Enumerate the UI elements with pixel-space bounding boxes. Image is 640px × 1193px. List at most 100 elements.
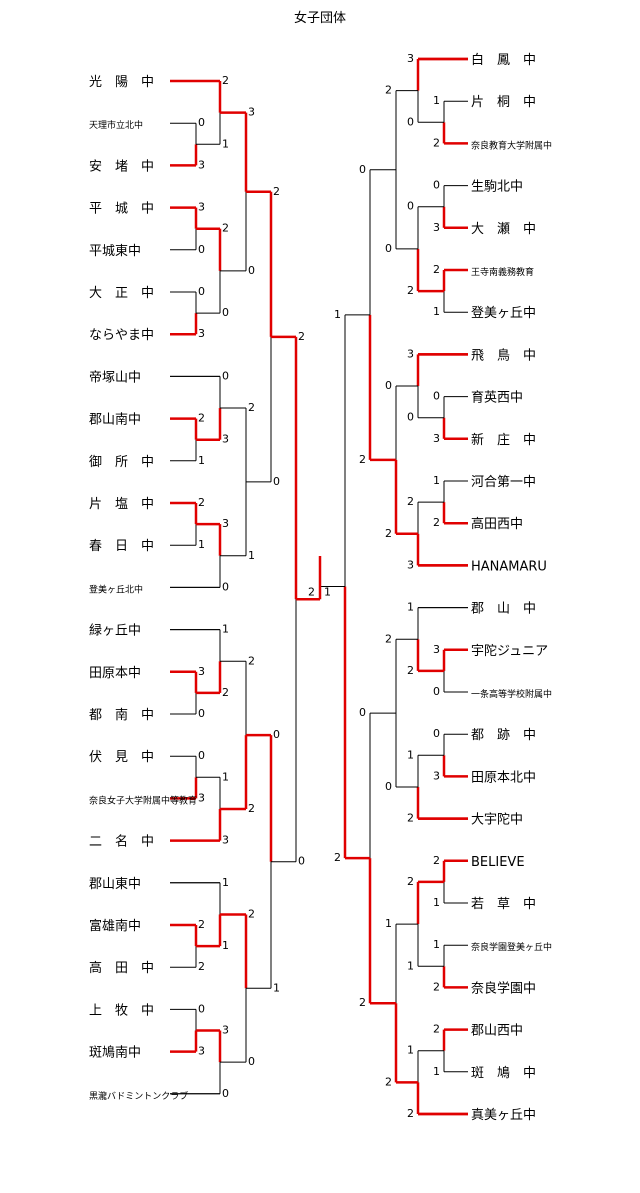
right-team-name: 飛 鳥 中: [471, 348, 536, 363]
score-label: 3: [433, 769, 440, 782]
left-team-name: 天理市立北中: [89, 119, 143, 131]
score-label: 2: [248, 401, 255, 414]
score-label: 1: [222, 623, 229, 636]
bracket-lines: [170, 57, 468, 1116]
score-label: 0: [273, 728, 280, 741]
score-label: 3: [198, 665, 205, 678]
right-team-name: 郡 山 中: [471, 602, 536, 617]
right-team-name: 斑 鳩 中: [471, 1066, 536, 1081]
score-label: 0: [198, 285, 205, 298]
score-label: 1: [407, 601, 414, 614]
score-label: 3: [198, 201, 205, 214]
score-label: 1: [433, 474, 440, 487]
right-team-name: 登美ヶ丘中: [471, 306, 536, 321]
score-label: 2: [273, 185, 280, 198]
score-label: 0: [433, 179, 440, 192]
left-team-name: 帝塚山中: [89, 369, 141, 385]
score-label: 2: [407, 812, 414, 825]
score-label: 0: [248, 1055, 255, 1068]
left-team-name: 斑鳩南中: [89, 1045, 141, 1061]
right-team-name: 育英西中: [471, 390, 523, 406]
score-label: 1: [273, 981, 280, 994]
left-team-name: 伏 見 中: [89, 750, 154, 765]
left-team-name: 田原本中: [89, 666, 141, 681]
right-team-name: 宇陀ジュニア: [471, 643, 548, 659]
score-label: 0: [198, 749, 205, 762]
score-label: 0: [198, 707, 205, 720]
score-label: 3: [433, 643, 440, 656]
score-label: 2: [198, 412, 205, 425]
final-score-left: 2: [308, 585, 315, 598]
left-team-name: 御 所 中: [89, 455, 154, 470]
score-label: 0: [248, 264, 255, 277]
right-team-name: 奈良学園中: [471, 980, 536, 996]
score-label: 1: [407, 959, 414, 972]
score-label: 2: [433, 1023, 440, 1036]
score-label: 3: [198, 791, 205, 804]
score-label: 1: [222, 939, 229, 952]
right-team-name: 王寺南義務教育: [471, 266, 534, 278]
score-label: 0: [433, 390, 440, 403]
score-label: 3: [433, 432, 440, 445]
score-label: 2: [334, 851, 341, 864]
left-team-name: 都 南 中: [89, 707, 154, 723]
score-label: 3: [222, 517, 229, 530]
score-label: 3: [198, 327, 205, 340]
left-team-name: 春 日 中: [89, 539, 154, 554]
score-label: 3: [407, 52, 414, 65]
score-label: 2: [433, 854, 440, 867]
right-team-name: HANAMARU: [471, 559, 547, 574]
score-label: 0: [198, 1002, 205, 1015]
score-label: 2: [433, 136, 440, 149]
score-label: 2: [248, 802, 255, 815]
score-label: 1: [407, 748, 414, 761]
right-team-name: 郡山西中: [471, 1024, 523, 1039]
score-label: 0: [433, 727, 440, 740]
score-label: 3: [248, 106, 255, 119]
right-team-name: 奈良教育大学附属中: [471, 139, 552, 151]
score-label: 0: [359, 163, 366, 176]
score-label: 1: [198, 454, 205, 467]
score-label: 0: [222, 580, 229, 593]
score-label: 1: [433, 305, 440, 318]
score-label: 2: [198, 960, 205, 973]
right-team-name: 真美ヶ丘中: [471, 1108, 536, 1123]
left-team-name: 光 陽 中: [89, 75, 154, 90]
score-label: 0: [359, 706, 366, 719]
left-team-name: 片 塩 中: [89, 497, 154, 512]
right-team-name: 片 桐 中: [471, 95, 536, 110]
score-label: 2: [359, 996, 366, 1009]
score-label: 1: [334, 308, 341, 321]
score-label: 2: [407, 875, 414, 888]
left-team-name: ならやま中: [89, 328, 154, 343]
score-label: 1: [248, 549, 255, 562]
right-team-name: 生駒北中: [471, 180, 523, 195]
score-label: 0: [198, 116, 205, 129]
score-label: 0: [433, 685, 440, 698]
score-label: 1: [222, 770, 229, 783]
score-label: 1: [407, 1044, 414, 1057]
score-label: 3: [222, 433, 229, 446]
score-label: 0: [407, 200, 414, 213]
score-label: 2: [298, 330, 305, 343]
score-label: 2: [248, 654, 255, 667]
right-team-name: 大 瀬 中: [471, 222, 536, 237]
left-team-name: 二 名 中: [89, 834, 154, 850]
score-label: 3: [433, 221, 440, 234]
score-label: 0: [222, 306, 229, 319]
score-label: 0: [385, 780, 392, 793]
score-label: 3: [222, 834, 229, 847]
score-label: 1: [198, 538, 205, 551]
right-team-name: 都 跡 中: [471, 727, 536, 743]
score-label: 1: [222, 876, 229, 889]
right-team-name: 新 庄 中: [471, 432, 536, 448]
score-label: 0: [273, 475, 280, 488]
score-label: 2: [359, 453, 366, 466]
score-label: 3: [407, 347, 414, 360]
left-team-name: 郡山南中: [89, 412, 141, 428]
score-label: 0: [407, 115, 414, 128]
left-team-name: 大 正 中: [89, 286, 154, 301]
right-team-name: 若 草 中: [471, 896, 536, 912]
left-team-name: 奈良女子大学附属中等教育: [89, 794, 197, 806]
score-label: 2: [407, 664, 414, 677]
